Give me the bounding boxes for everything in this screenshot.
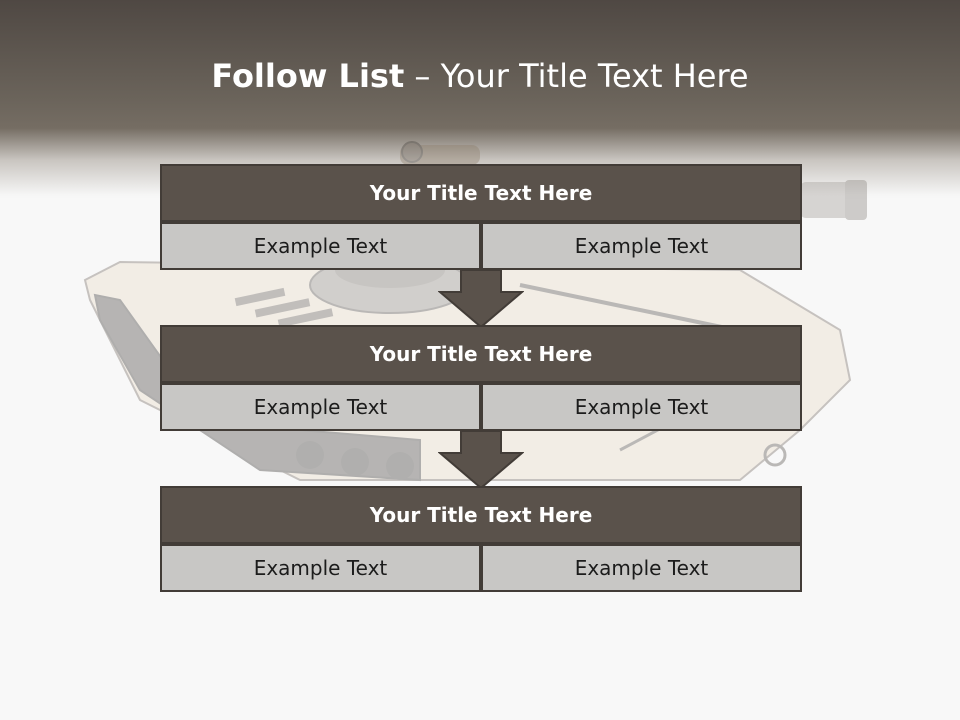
title-rest-part: – Your Title Text Here: [414, 57, 749, 95]
step-title: Your Title Text Here: [160, 325, 802, 383]
step-text-left: Example Text: [160, 544, 481, 592]
step-text-right: Example Text: [481, 383, 802, 431]
step-text-right: Example Text: [481, 544, 802, 592]
title-bold-part: Follow List: [211, 57, 405, 95]
step-text-left: Example Text: [160, 383, 481, 431]
step-text-left: Example Text: [160, 222, 481, 270]
down-arrow-icon: [438, 270, 524, 328]
step-text-right: Example Text: [481, 222, 802, 270]
down-arrow-icon: [438, 431, 524, 489]
step-title: Your Title Text Here: [160, 164, 802, 222]
slide-title: Follow List – Your Title Text Here: [0, 52, 960, 100]
step-title: Your Title Text Here: [160, 486, 802, 544]
